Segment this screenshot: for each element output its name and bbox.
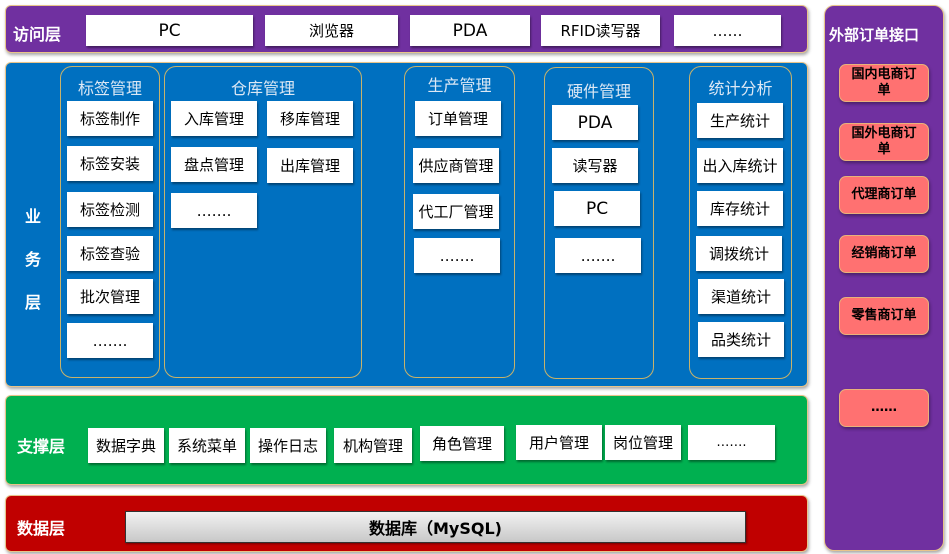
- tag-item: 批次管理: [67, 279, 153, 314]
- tag-item: 标签查验: [67, 236, 153, 271]
- tag-item-more: …….: [67, 323, 153, 358]
- external-item-more: ……: [839, 389, 929, 427]
- external-item-agent-order: 代理商订单: [839, 176, 929, 214]
- statistics-item: 生产统计: [697, 103, 783, 138]
- group-title: 硬件管理: [566, 82, 631, 101]
- statistics-item: 品类统计: [698, 322, 784, 357]
- group-title: 统计分析: [708, 79, 773, 98]
- group-tag-management: 标签管理: [60, 66, 160, 378]
- support-item: 机构管理: [334, 428, 412, 463]
- hardware-item: PC: [554, 191, 640, 226]
- statistics-item: 出入库统计: [697, 148, 783, 183]
- statistics-item: 库存统计: [697, 191, 783, 226]
- group-production-management: 生产管理: [404, 66, 515, 378]
- database-bar: 数据库（MySQL): [125, 511, 746, 543]
- business-layer-label-1: 业: [25, 207, 42, 226]
- group-statistics-analysis: 统计分析: [689, 66, 792, 379]
- hardware-item: 读写器: [552, 148, 638, 183]
- support-item: 操作日志: [250, 428, 326, 463]
- group-title: 生产管理: [427, 76, 492, 95]
- warehouse-item: 盘点管理: [171, 147, 257, 182]
- external-item-dealer-order: 经销商订单: [839, 235, 929, 273]
- support-layer-label: 支撑层: [17, 437, 66, 456]
- tag-item: 标签制作: [67, 101, 153, 136]
- warehouse-item: 移库管理: [267, 101, 353, 136]
- warehouse-item-more: …….: [171, 193, 257, 228]
- support-item: 岗位管理: [605, 425, 681, 460]
- external-item-retailer-order: 零售商订单: [839, 297, 929, 335]
- data-layer-label: 数据层: [17, 519, 66, 538]
- support-item: 角色管理: [420, 426, 504, 461]
- access-item-pc: PC: [86, 15, 253, 46]
- production-item: 供应商管理: [413, 148, 499, 183]
- support-item: 系统菜单: [169, 428, 245, 463]
- support-item: 数据字典: [88, 428, 164, 463]
- warehouse-item: 入库管理: [171, 101, 257, 136]
- hardware-item-more: …….: [555, 238, 641, 273]
- tag-item: 标签安装: [67, 146, 153, 181]
- business-layer-label-2: 务: [25, 250, 42, 269]
- tag-item: 标签检测: [67, 192, 153, 227]
- access-item-more: ……: [674, 15, 781, 46]
- external-interface-title: 外部订单接口: [829, 26, 920, 44]
- access-item-rfid-reader: RFID读写器: [541, 15, 660, 46]
- production-item: 代工厂管理: [413, 194, 499, 229]
- statistics-item: 调拨统计: [696, 236, 782, 271]
- support-item: 用户管理: [516, 425, 602, 460]
- group-warehouse-management: 仓库管理: [164, 66, 362, 378]
- group-title: 仓库管理: [230, 79, 295, 98]
- warehouse-item: 出库管理: [267, 148, 353, 183]
- production-item-more: …….: [414, 238, 500, 273]
- access-item-browser: 浏览器: [265, 15, 398, 46]
- access-layer-label: 访问层: [13, 25, 62, 44]
- external-item-domestic-ecommerce: 国内电商订单: [839, 64, 929, 102]
- support-item-more: …….: [688, 425, 775, 460]
- production-item: 订单管理: [415, 101, 501, 136]
- hardware-item: PDA: [552, 105, 638, 140]
- external-item-foreign-ecommerce: 国外电商订单: [839, 123, 929, 161]
- access-item-pda: PDA: [410, 15, 530, 46]
- business-layer-label-3: 层: [25, 293, 42, 312]
- statistics-item: 渠道统计: [698, 279, 784, 314]
- group-hardware-management: 硬件管理: [544, 67, 654, 379]
- group-title: 标签管理: [77, 79, 142, 98]
